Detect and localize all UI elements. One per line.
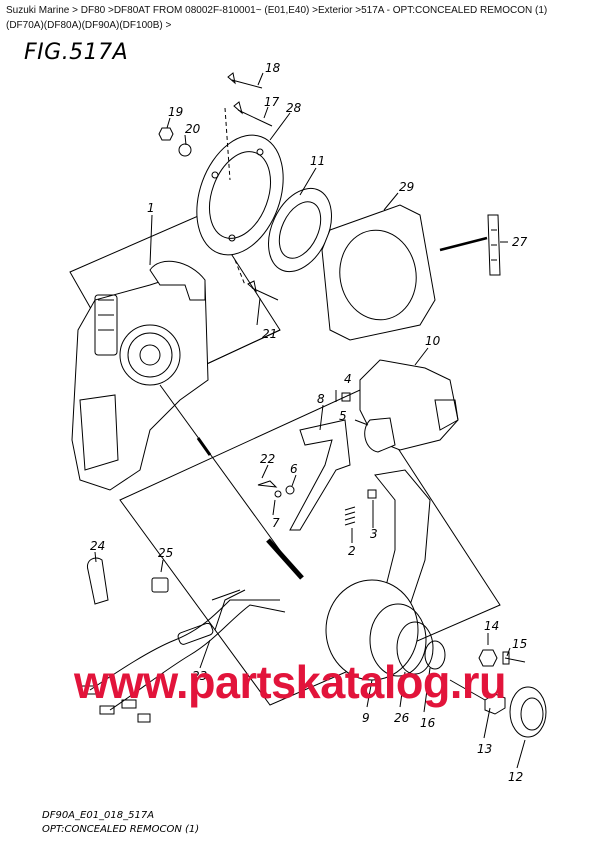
bezel-ring xyxy=(268,187,332,273)
screw-18 xyxy=(227,72,263,89)
callout-26: 26 xyxy=(394,711,410,725)
pin-7 xyxy=(274,490,282,498)
pin-3 xyxy=(367,489,377,499)
callout-13: 13 xyxy=(477,742,492,756)
callout-11: 11 xyxy=(310,154,325,168)
holder xyxy=(151,577,169,593)
callout-19: 19 xyxy=(168,105,183,119)
callout-24: 24 xyxy=(90,539,105,553)
screw xyxy=(502,651,526,665)
callout-23: 23 xyxy=(192,669,207,683)
spring xyxy=(344,506,356,526)
callout-12: 12 xyxy=(508,770,523,784)
remote-control-box xyxy=(71,260,209,491)
neutral-lock-arm xyxy=(289,419,351,531)
leader-line-mark xyxy=(196,437,212,456)
clamp xyxy=(86,557,109,605)
callout-3: 3 xyxy=(370,527,378,541)
breadcrumb-line-2[interactable]: (DF70A)(DF80A)(DF90A)(DF100B) > xyxy=(6,20,172,31)
callout-28: 28 xyxy=(286,101,302,115)
callout-9: 9 xyxy=(362,711,370,725)
frame-outline-bottom xyxy=(119,389,501,706)
o-ring xyxy=(396,621,434,675)
callout-8: 8 xyxy=(317,392,325,406)
screw-4 xyxy=(341,392,351,402)
callout-20: 20 xyxy=(185,122,201,136)
callout-22: 22 xyxy=(260,452,275,466)
callout-14: 14 xyxy=(484,619,499,633)
callout-4: 4 xyxy=(344,372,352,386)
callout-17: 17 xyxy=(264,95,280,109)
leader-line-long xyxy=(159,384,301,579)
callout-16: 16 xyxy=(420,716,436,730)
callout-7: 7 xyxy=(272,516,280,530)
washer-6 xyxy=(285,485,295,495)
figure-title: FIG.517A xyxy=(24,40,129,65)
clip xyxy=(439,214,501,276)
callout-6: 6 xyxy=(290,462,298,476)
callout-2: 2 xyxy=(348,544,356,558)
gasket xyxy=(321,204,436,341)
breadcrumb-line-1[interactable]: Suzuki Marine > DF80 >DF80AT FROM 08002F… xyxy=(6,5,548,16)
callout-25: 25 xyxy=(158,546,173,560)
cap xyxy=(509,686,547,738)
callout-1: 1 xyxy=(147,201,155,215)
mounting-plate xyxy=(196,134,284,256)
screw-17 xyxy=(233,101,273,127)
callout-18: 18 xyxy=(265,61,281,75)
callout-29: 29 xyxy=(399,180,414,194)
screw-21 xyxy=(247,280,279,301)
nut-19 xyxy=(158,127,174,141)
breadcrumb: Suzuki Marine > DF80 >DF80AT FROM 08002F… xyxy=(6,3,596,33)
washer xyxy=(424,640,446,670)
nut xyxy=(478,649,498,667)
leader-line-thick xyxy=(266,538,304,580)
wiring-harness xyxy=(81,589,286,723)
pin-22 xyxy=(257,480,278,488)
latch xyxy=(364,417,396,453)
callout-10: 10 xyxy=(425,334,441,348)
footer-caption: OPT:CONCEALED REMOCON (1) xyxy=(42,824,200,835)
callout-5: 5 xyxy=(339,409,347,423)
washer-20 xyxy=(178,143,192,157)
watermark-text: www.partskatalog.ru xyxy=(73,656,506,708)
shaft-line xyxy=(449,679,486,701)
callout-15: 15 xyxy=(512,637,527,651)
footer-code: DF90A_E01_018_517A xyxy=(42,810,155,821)
bushing xyxy=(484,693,506,715)
callout-21: 21 xyxy=(262,327,277,341)
callout-27: 27 xyxy=(512,235,528,249)
